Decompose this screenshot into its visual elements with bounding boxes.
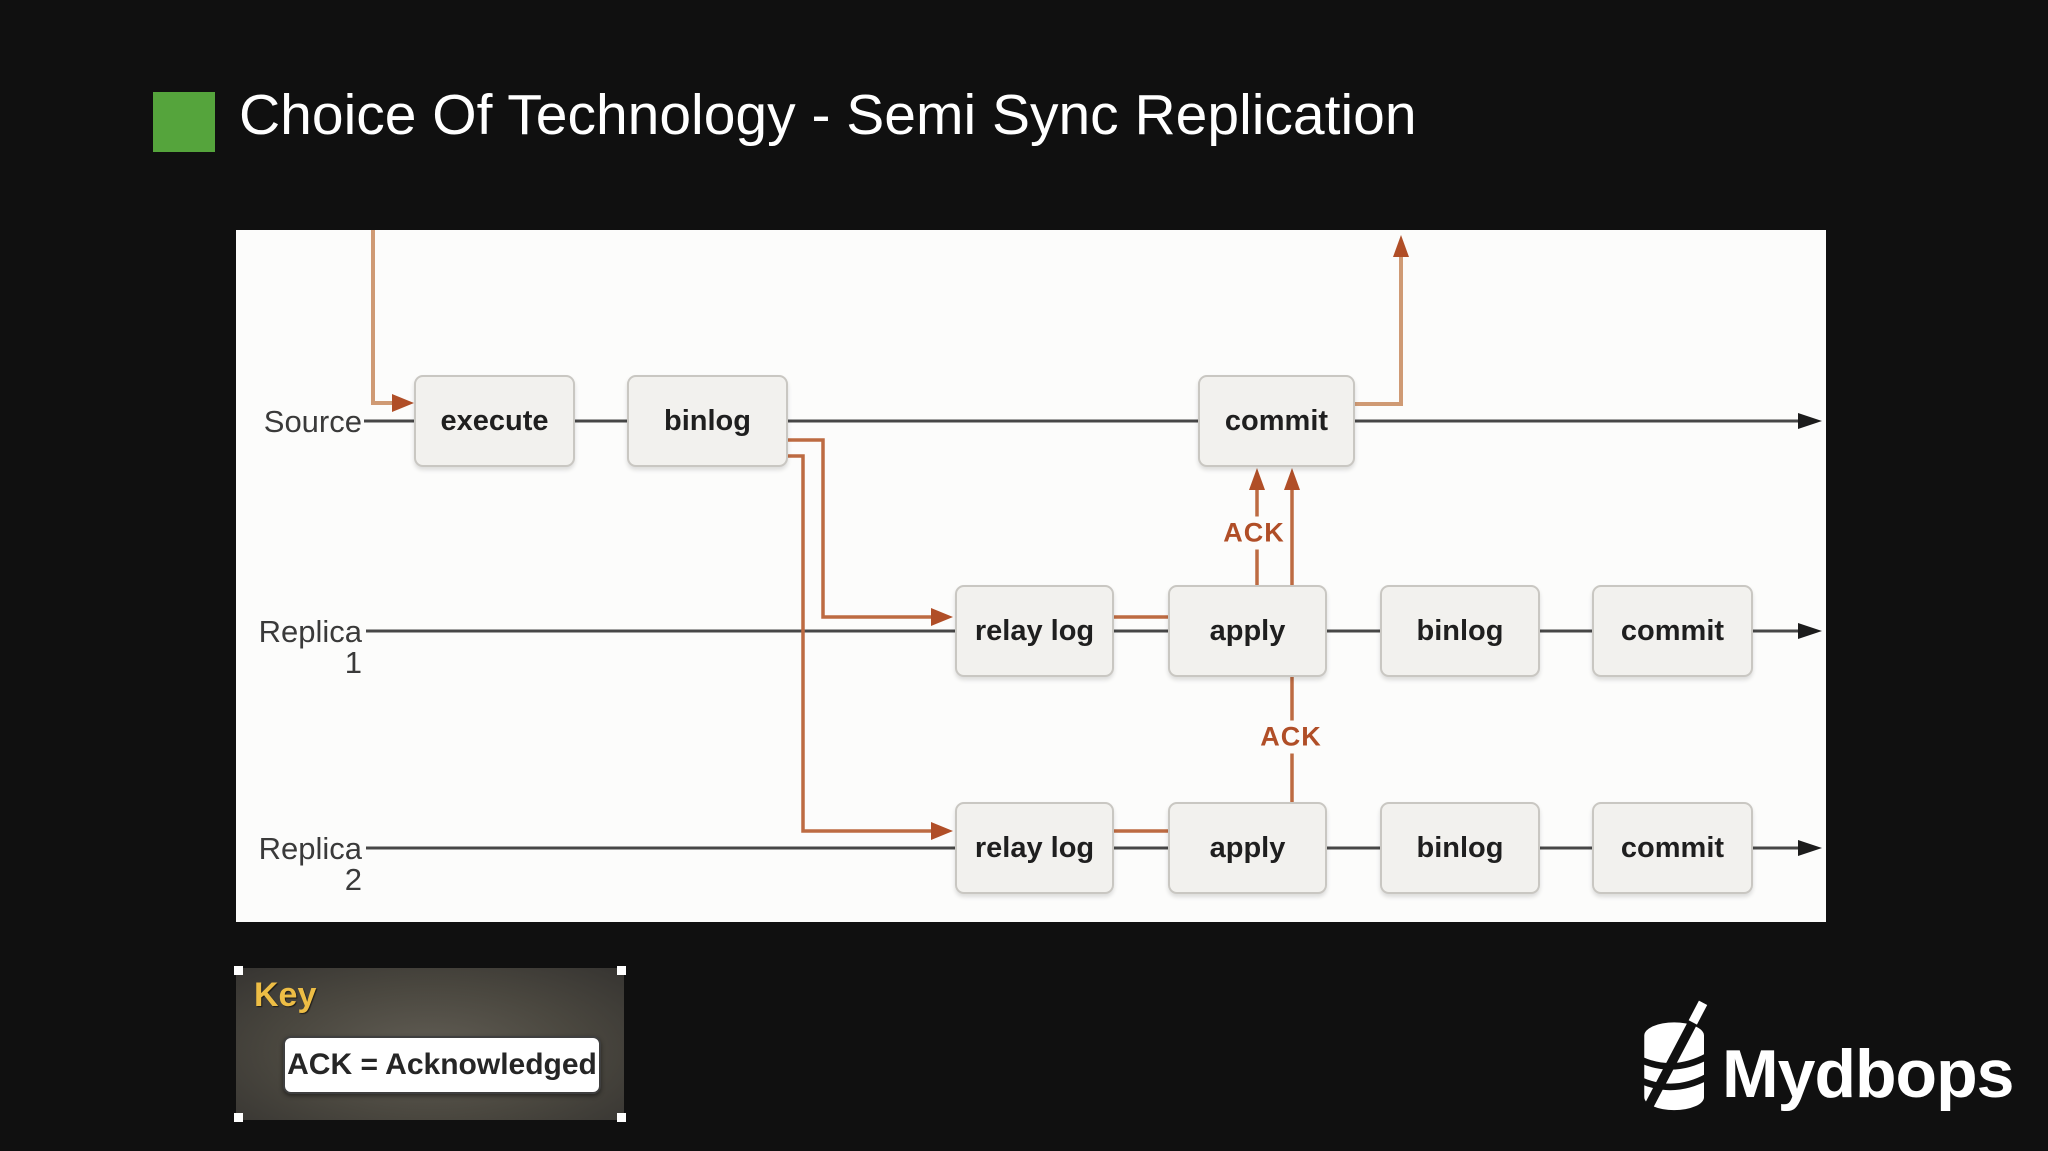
- node-source-commit: commit: [1198, 375, 1355, 467]
- node-replica2-commit: commit: [1592, 802, 1753, 894]
- node-replica1-relay-log: relay log: [955, 585, 1114, 677]
- node-replica1-commit: commit: [1592, 585, 1753, 677]
- node-replica1-binlog: binlog: [1380, 585, 1540, 677]
- key-entry-ack: ACK = Acknowledged: [283, 1036, 601, 1094]
- key-legend: Key ACK = Acknowledged: [234, 966, 626, 1122]
- client-flow-lines: [371, 230, 1403, 406]
- node-replica2-apply: apply: [1168, 802, 1327, 894]
- title-accent-square: [153, 92, 215, 152]
- ack-label-source: ACK: [1219, 516, 1289, 550]
- row-label-replica-1: Replica 1: [258, 614, 362, 680]
- flow-arrowheads: [392, 235, 1409, 840]
- row-label-source: Source: [263, 404, 362, 439]
- selection-handle-icon: [234, 1113, 243, 1122]
- selection-handle-icon: [617, 966, 626, 975]
- mydbops-logo: Mydbops: [1642, 1000, 2042, 1130]
- node-replica1-apply: apply: [1168, 585, 1327, 677]
- node-source-binlog: binlog: [627, 375, 788, 467]
- row-label-replica-2: Replica 2: [258, 831, 362, 897]
- key-title: Key: [254, 976, 317, 1014]
- node-replica2-relay-log: relay log: [955, 802, 1114, 894]
- selection-handle-icon: [617, 1113, 626, 1122]
- logo-wordmark: Mydbops: [1722, 1036, 2014, 1112]
- selection-handle-icon: [234, 966, 243, 975]
- slide-title: Choice Of Technology - Semi Sync Replica…: [239, 83, 1417, 147]
- node-replica2-binlog: binlog: [1380, 802, 1540, 894]
- ack-label-replica2: ACK: [1256, 720, 1326, 754]
- node-source-execute: execute: [414, 375, 575, 467]
- replication-diagram: Source Replica 1 Replica 2 execute binlo…: [236, 230, 1826, 922]
- row-arrowheads: [1798, 413, 1822, 856]
- database-icon: [1642, 1000, 1710, 1112]
